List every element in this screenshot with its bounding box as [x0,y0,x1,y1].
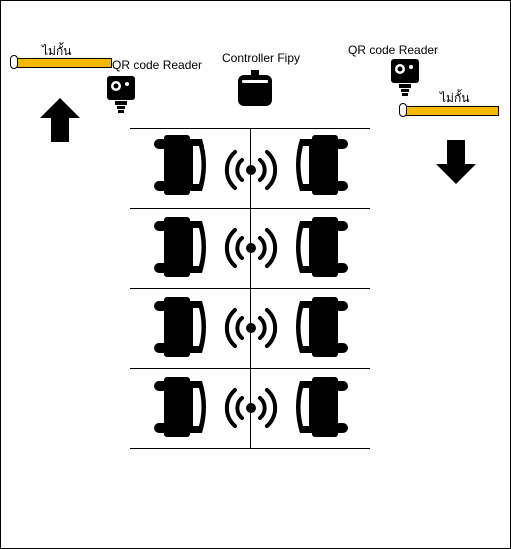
grid-line [130,448,370,449]
car-left-icon [154,135,206,195]
car-right-icon [296,135,348,195]
barrier-left [10,55,112,69]
wireless-signal-icon [224,308,278,348]
barrier-right-arm [405,106,499,116]
car-right-icon [296,217,348,277]
barrier-right-label: ไม่กั้น [440,91,470,105]
car-right-icon [296,377,348,437]
camera-icon [107,76,135,113]
controller-label: Controller Fipy [222,51,301,65]
wireless-signal-icon [224,388,278,428]
barrier-right-pivot [399,103,407,117]
car-left-icon [154,377,206,437]
reader-left-label: QR code Reader [112,58,203,72]
barrier-left-arm [16,58,112,68]
wireless-signal-icon [224,228,278,268]
car-right-icon [296,297,348,357]
barrier-left-label: ไม่กั้น [42,44,72,58]
car-left-icon [154,297,206,357]
barrier-left-pivot [10,55,18,69]
controller-icon [238,70,272,106]
arrow-up-icon [40,98,80,142]
camera-icon [391,59,419,96]
wireless-signal-icon [224,150,278,190]
grid-divider [250,128,251,448]
barrier-right [399,103,501,117]
arrow-down-icon [436,140,476,184]
car-left-icon [154,217,206,277]
reader-right-label: QR code Reader [348,43,439,57]
